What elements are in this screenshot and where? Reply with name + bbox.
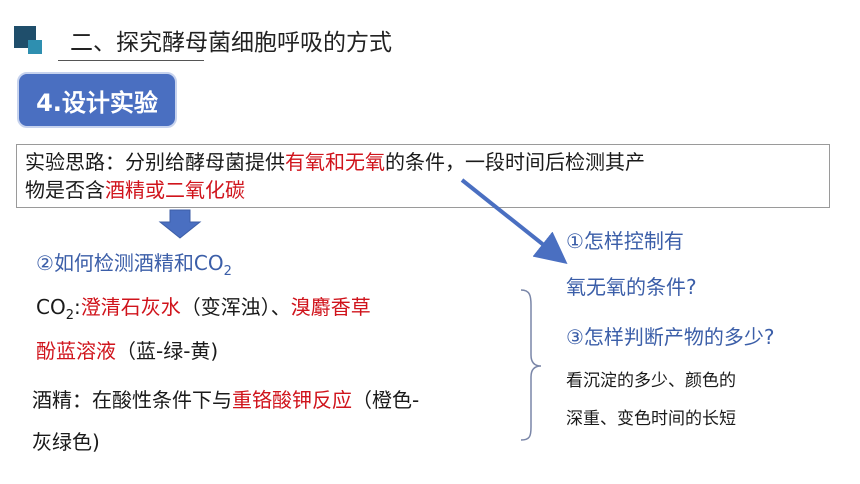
- subscript: 2: [223, 264, 232, 279]
- idea-text: 实验思路：分别给酵母菌提供: [25, 150, 285, 174]
- idea-text: 的条件，一段时间后检测其产: [385, 150, 645, 174]
- down-arrow-icon: [158, 209, 202, 239]
- alcohol-color: （橙色-: [352, 388, 420, 412]
- question-number: ②: [36, 251, 54, 275]
- design-experiment-badge: 4.设计实验: [17, 72, 177, 128]
- question-control-line-1: ①怎样控制有: [566, 229, 684, 253]
- co2-detection-line-1: CO2:澄清石灰水（变浑浊）、溴麝香草: [36, 292, 371, 331]
- colon: :: [74, 295, 81, 319]
- reagent-dichromate: 重铬酸钾反应: [232, 388, 352, 412]
- header-square-teal: [28, 40, 42, 54]
- idea-highlight-products: 酒精或二氧化碳: [105, 178, 245, 202]
- question-detect: ②如何检测酒精和CO2: [36, 248, 232, 287]
- co2-text: （变浑浊）、: [180, 295, 291, 319]
- header-underline: [58, 60, 204, 61]
- alcohol-detection-line-1: 酒精：在酸性条件下与重铬酸钾反应（橙色-: [32, 385, 419, 415]
- experiment-idea-box: 实验思路：分别给酵母菌提供有氧和无氧的条件，一段时间后检测其产 物是否含酒精或二…: [16, 144, 830, 208]
- diagonal-arrow-icon: [460, 178, 568, 264]
- co2-detection-line-2: 酚蓝溶液（蓝-绿-黄): [36, 336, 218, 366]
- alcohol-detection-line-2: 灰绿色): [32, 427, 100, 457]
- answer-judge-line-1: 看沉淀的多少、颜色的: [566, 371, 736, 391]
- question-control-line-2: 氧无氧的条件?: [566, 275, 697, 299]
- right-brace-icon: [520, 289, 542, 441]
- reagent-bromothymol: 溴麝香草: [290, 295, 371, 319]
- co2-label: CO: [36, 295, 66, 319]
- co2-color-change: （蓝-绿-黄): [116, 339, 219, 363]
- subscript: 2: [65, 308, 74, 323]
- reagent-limewater: 澄清石灰水: [80, 295, 181, 319]
- answer-judge-line-2: 深重、变色时间的长短: [566, 409, 736, 429]
- question-judge: ③怎样判断产物的多少?: [566, 325, 775, 349]
- section-title: 二、探究酵母菌细胞呼吸的方式: [70, 30, 392, 56]
- question-text: 如何检测酒精和CO: [53, 251, 224, 275]
- idea-line-1: 实验思路：分别给酵母菌提供有氧和无氧的条件，一段时间后检测其产: [25, 148, 821, 176]
- alcohol-text: 酒精：在酸性条件下与: [32, 388, 232, 412]
- idea-text: 物是否含: [25, 178, 105, 202]
- badge-label: 4.设计实验: [36, 88, 158, 117]
- idea-highlight-oxygen: 有氧和无氧: [285, 150, 385, 174]
- idea-line-2: 物是否含酒精或二氧化碳: [25, 176, 821, 204]
- reagent-bromothymol-2: 酚蓝溶液: [36, 339, 116, 363]
- alcohol-color-end: 灰绿色): [32, 430, 100, 454]
